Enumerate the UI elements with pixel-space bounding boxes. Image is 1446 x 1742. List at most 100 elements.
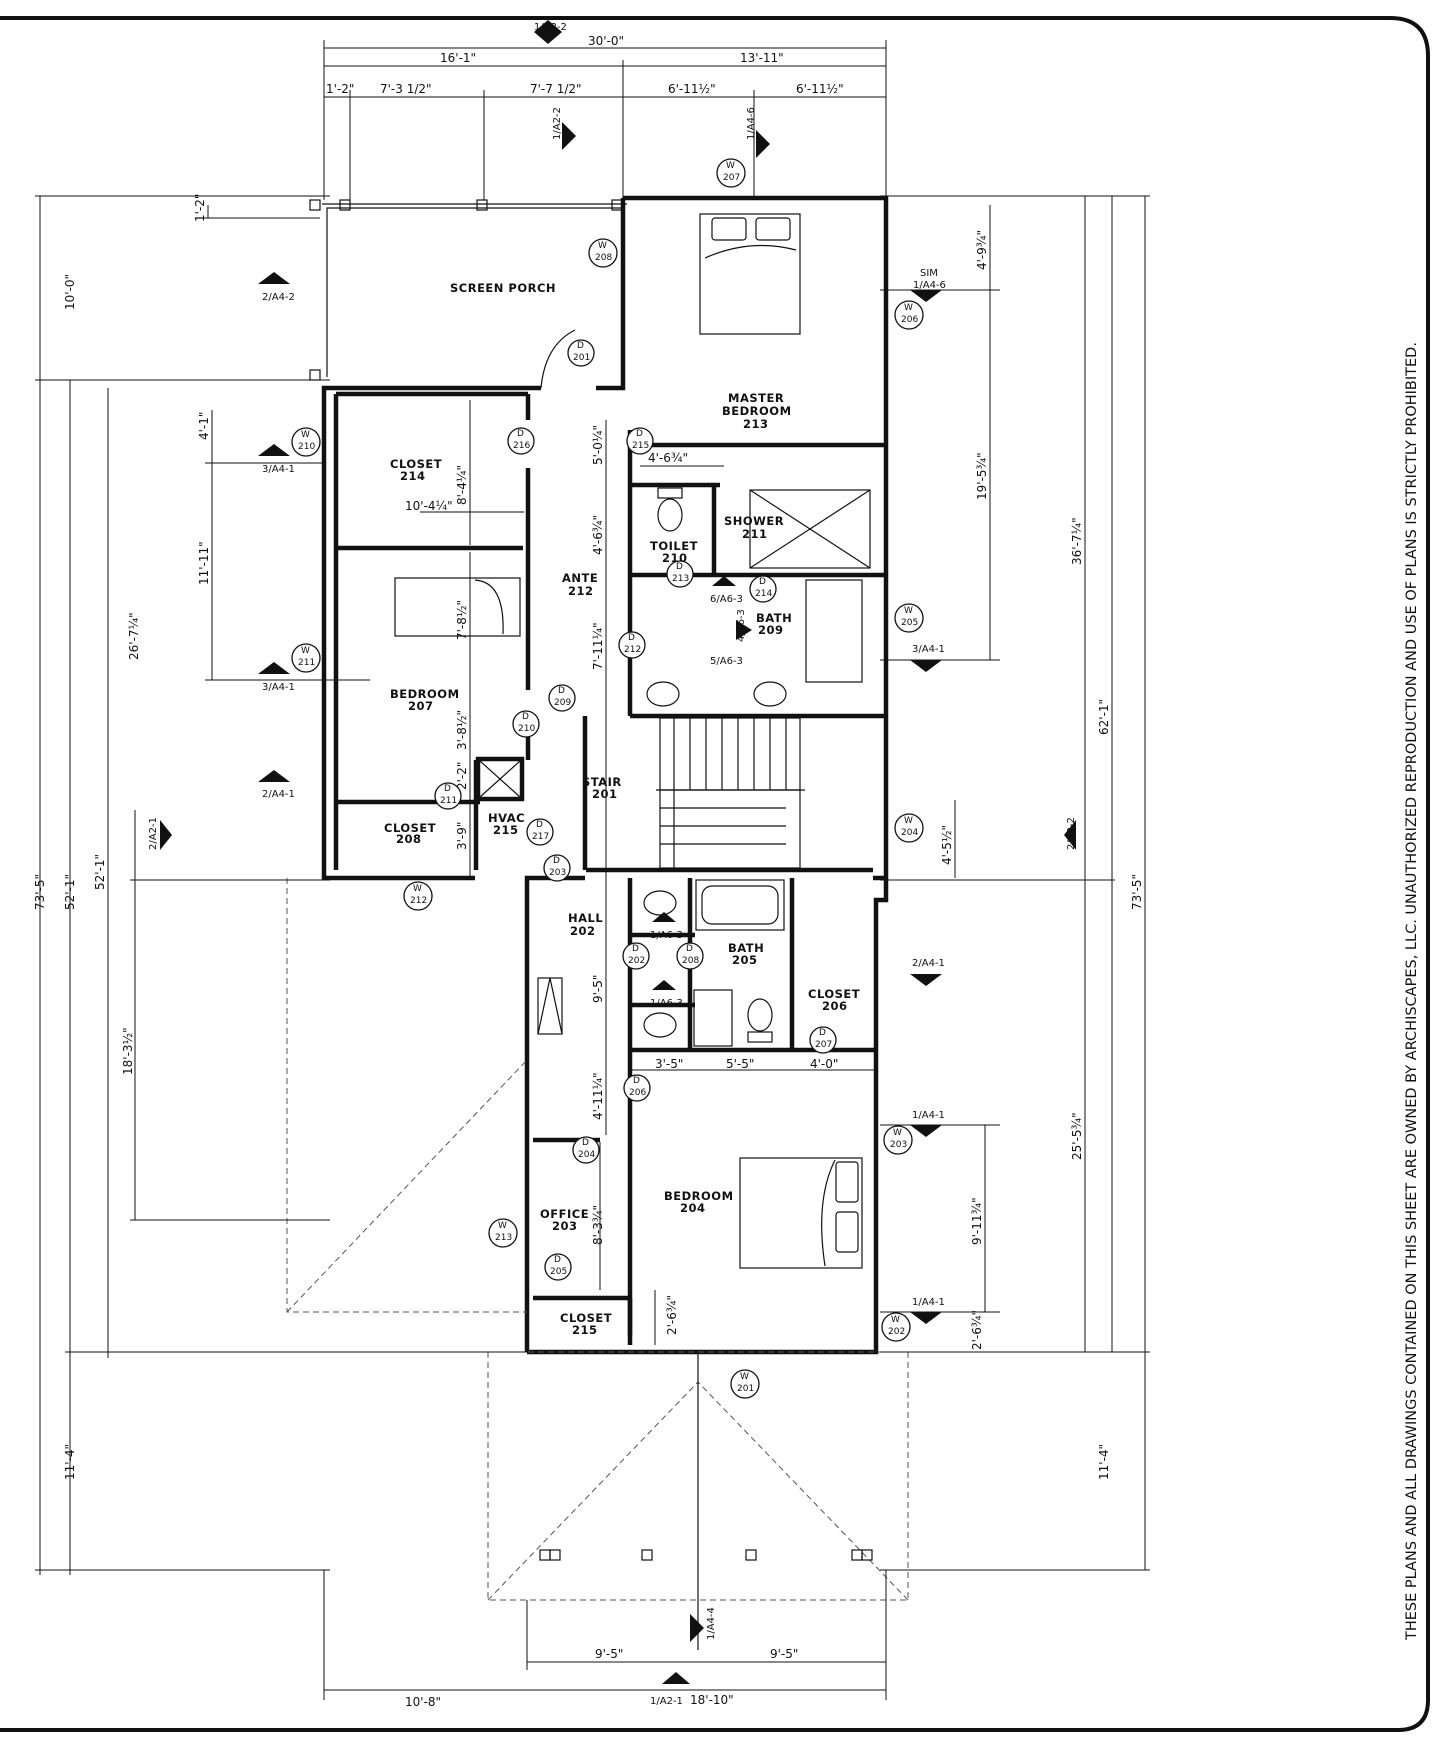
room-hvac-name: HVAC xyxy=(488,811,525,825)
dim-bottom-c: 10'-8" xyxy=(405,1695,441,1709)
svg-text:206: 206 xyxy=(901,315,918,325)
room-master-name: MASTER xyxy=(728,391,784,405)
ref-bath209-c: 5/A6-3 xyxy=(710,656,743,667)
dim-bottom-a: 9'-5" xyxy=(595,1647,623,1661)
dim-left-52b: 52'-1" xyxy=(63,874,77,910)
svg-text:D: D xyxy=(686,944,693,954)
dim-closet-h: 8'-4¼" xyxy=(455,465,469,505)
svg-text:213: 213 xyxy=(672,574,689,584)
svg-text:W: W xyxy=(893,1128,902,1138)
ref-bath205-a: 1/A6-3 xyxy=(650,930,683,941)
copyright-notice: THESE PLANS AND ALL DRAWINGS CONTAINED O… xyxy=(1404,342,1420,1641)
ref-bed-left: 3/A4-1 xyxy=(262,682,295,693)
svg-text:D: D xyxy=(759,577,766,587)
svg-text:D: D xyxy=(444,784,451,794)
svg-text:D: D xyxy=(676,562,683,572)
dim-top-e: 6'-11½" xyxy=(796,82,844,96)
dim-right-36: 36'-7¼" xyxy=(1070,517,1084,565)
svg-text:W: W xyxy=(904,816,913,826)
dim-left-26: 26'-7¼" xyxy=(127,612,141,660)
svg-text:D: D xyxy=(536,820,543,830)
dim-hall-c: 5'-5" xyxy=(726,1057,754,1071)
ref-bath205-b: 1/A6-3 xyxy=(650,998,683,1009)
ref-porch-left: 2/A4-2 xyxy=(262,292,295,303)
room-bed204-name: BEDROOM xyxy=(664,1189,734,1203)
door-tag-202: D 202 xyxy=(622,942,650,970)
window-tag-208: W 208 xyxy=(588,238,618,268)
room-toilet-name: TOILET xyxy=(650,539,698,553)
room-labels: SCREEN PORCH MASTER BEDROOM 213 CLOSET 2… xyxy=(384,281,860,1337)
svg-text:W: W xyxy=(598,241,607,251)
sheet-border xyxy=(0,16,1430,1732)
door-tag-206: D 206 xyxy=(623,1074,651,1102)
svg-text:212: 212 xyxy=(410,896,427,906)
reference-labels: 1/A2-2 1/A2-2 1/A4-6 SIM 1/A4-6 2/A4-2 3… xyxy=(262,22,946,1707)
svg-text:D: D xyxy=(633,1076,640,1086)
svg-text:203: 203 xyxy=(549,868,566,878)
dim-office-a: 8'-3¾" xyxy=(591,1205,605,1245)
svg-text:206: 206 xyxy=(629,1088,646,1098)
svg-text:D: D xyxy=(517,429,524,439)
svg-text:205: 205 xyxy=(901,618,918,628)
room-bath205-num: 205 xyxy=(732,953,758,967)
svg-text:208: 208 xyxy=(595,253,612,263)
svg-text:204: 204 xyxy=(578,1150,595,1160)
svg-text:W: W xyxy=(301,430,310,440)
dim-right-2553: 25'-5¾" xyxy=(1070,1112,1084,1160)
dim-top-overall: 30'-0" xyxy=(588,34,624,48)
dim-bottom-b: 9'-5" xyxy=(770,1647,798,1661)
ref-porch-section: 1/A2-2 xyxy=(552,107,563,140)
dim-right-263: 2'-6¾" xyxy=(970,1310,984,1350)
room-closet206-num: 206 xyxy=(822,999,848,1013)
dim-left-114: 11'-4" xyxy=(63,1444,77,1480)
dim-right-73: 73'-5" xyxy=(1130,874,1144,910)
svg-text:210: 210 xyxy=(518,724,535,734)
dim-bed207-d: 3'-9" xyxy=(455,822,469,850)
svg-text:W: W xyxy=(891,1315,900,1325)
ref-closet206-right: 2/A4-1 xyxy=(912,958,945,969)
ref-sim-ref: 1/A4-6 xyxy=(913,280,946,291)
stair-treads xyxy=(656,717,805,869)
room-bed207-num: 207 xyxy=(408,699,434,713)
door-tag-213: D 213 xyxy=(666,560,694,588)
ref-top-section: 1/A2-2 xyxy=(534,22,567,33)
dim-right-62: 62'-1" xyxy=(1097,699,1111,735)
dim-ante-c: 4'-6¾" xyxy=(591,515,605,555)
svg-text:D: D xyxy=(558,686,565,696)
ref-closet-left: 3/A4-1 xyxy=(262,464,295,475)
room-closet214-name: CLOSET xyxy=(390,457,442,471)
room-stair-name: STAIR xyxy=(582,775,622,789)
room-shower-num: 211 xyxy=(742,527,768,541)
svg-text:213: 213 xyxy=(495,1233,512,1243)
svg-text:W: W xyxy=(740,1372,749,1382)
svg-text:202: 202 xyxy=(628,956,645,966)
svg-text:201: 201 xyxy=(573,353,590,363)
room-master-name2: BEDROOM xyxy=(722,404,792,418)
dim-closet-w: 10'-4¼" xyxy=(405,499,453,513)
svg-text:D: D xyxy=(632,944,639,954)
ref-bath209-a: 6/A6-3 xyxy=(710,594,743,605)
ref-bed204-top: 1/A4-1 xyxy=(912,1110,945,1121)
roof-outlines xyxy=(286,878,909,1650)
dim-right-114: 11'-4" xyxy=(1097,1444,1111,1480)
dim-right-4934: 4'-9¾" xyxy=(975,230,989,270)
dim-left-18: 18'-3½" xyxy=(121,1027,135,1075)
room-closet215-num: 215 xyxy=(572,1323,598,1337)
dim-bed204-a: 2'-6¾" xyxy=(665,1295,679,1335)
room-stair-num: 201 xyxy=(592,787,618,801)
